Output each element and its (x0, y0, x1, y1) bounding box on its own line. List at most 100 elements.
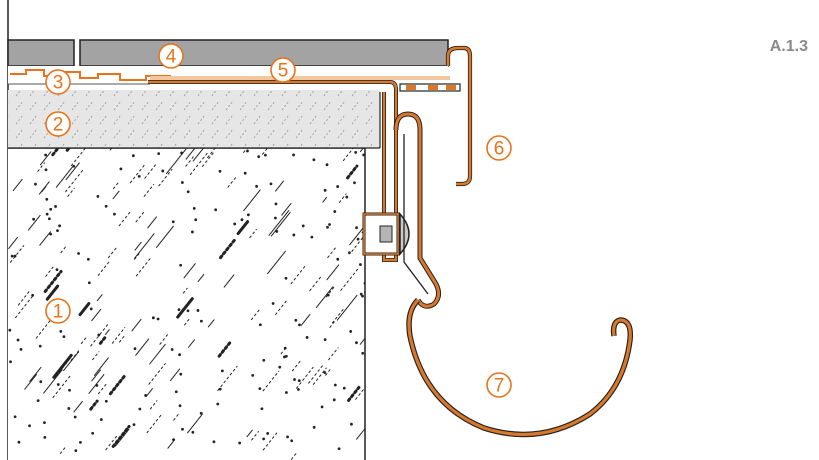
concrete-texture-dot (178, 404, 182, 408)
concrete-texture-mark (202, 151, 215, 167)
concrete-texture-dot (258, 323, 262, 327)
concrete-texture-dot (292, 153, 295, 157)
concrete-texture-dot (44, 153, 48, 157)
concrete-texture-dot (13, 415, 17, 419)
concrete-texture-dot (354, 151, 358, 154)
concrete-texture-dot (274, 202, 278, 206)
concrete-texture-mark (91, 369, 101, 382)
concrete-texture-mark (96, 294, 103, 302)
concrete-texture-mark (325, 368, 331, 376)
concrete-texture-mark (156, 225, 174, 248)
concrete-texture-dot (99, 418, 103, 421)
concrete-texture-mark (146, 413, 163, 434)
concrete-texture-mark (184, 317, 191, 326)
concrete-texture-mark (158, 168, 173, 187)
concrete-texture-mark (280, 345, 288, 355)
concrete-texture-dot (359, 263, 362, 266)
concrete-texture-mark (192, 148, 204, 162)
callout-number: 6 (494, 139, 505, 160)
concrete-texture-mark (134, 233, 155, 259)
concrete-texture-mark (251, 431, 259, 441)
concrete-texture-dot (345, 195, 349, 199)
concrete-texture-mark (63, 351, 80, 372)
concrete-texture-dot (74, 449, 78, 452)
concrete-texture-dot (62, 335, 66, 339)
concrete-texture-dot (9, 360, 12, 364)
concrete-texture-dot (59, 329, 63, 333)
concrete-texture-mark (39, 231, 51, 246)
concrete-texture-mark (167, 439, 176, 449)
concrete-texture-dot (269, 182, 273, 186)
concrete-texture-dot (133, 347, 137, 351)
concrete-texture-dot (68, 388, 71, 392)
concrete-texture-dot (44, 168, 48, 172)
concrete-texture-mark (275, 298, 289, 316)
concrete-texture-dot (255, 184, 259, 188)
concrete-texture-mark (148, 363, 166, 385)
concrete-texture-dot (336, 185, 340, 188)
concrete-texture-mark (70, 349, 81, 361)
concrete-texture-dot (361, 294, 364, 298)
concrete-texture-mark (112, 181, 120, 190)
concrete-texture-dot (179, 372, 183, 376)
concrete-texture-mark (331, 307, 345, 324)
concrete-texture-dot (355, 226, 358, 230)
concrete-texture-mark (41, 186, 47, 193)
concrete-texture-dot (49, 207, 53, 211)
concrete-texture-mark (243, 189, 261, 212)
concrete-texture-dot (355, 341, 358, 345)
concrete-texture-dot (97, 333, 101, 337)
callout-5: 5 (270, 57, 296, 83)
concrete-texture-mark (12, 178, 23, 192)
concrete-texture-dot (312, 425, 316, 429)
concrete-texture-dot (328, 223, 331, 226)
concrete-texture-dot (28, 424, 31, 428)
concrete-texture-mark (364, 291, 365, 293)
concrete-texture-mark (17, 290, 30, 306)
concrete-texture-dot (104, 204, 108, 208)
concrete-texture-dot (332, 398, 336, 402)
concrete-texture-mark (108, 374, 127, 396)
concrete-texture-dot (310, 235, 314, 239)
concrete-texture-mark (60, 245, 67, 254)
concrete-texture-dot (240, 218, 244, 222)
concrete-texture-dot (95, 384, 99, 387)
concrete-texture-mark (356, 427, 365, 440)
concrete-texture-mark (338, 193, 347, 203)
concrete-texture-mark (80, 335, 88, 345)
concrete-texture-dot (292, 233, 296, 237)
tile-layer (7, 39, 449, 67)
concrete-texture-dot (186, 309, 190, 313)
concrete-texture-dot (359, 292, 363, 296)
callout-3: 3 (45, 69, 71, 95)
gutter (406, 298, 634, 438)
concrete-texture-dot (349, 330, 353, 333)
concrete-texture-mark (43, 269, 63, 293)
concrete-texture-mark (170, 368, 181, 382)
concrete-texture-dot (180, 151, 183, 155)
concrete-texture-dot (47, 217, 51, 221)
concrete-texture-mark (135, 210, 146, 223)
concrete-texture-mark (93, 357, 109, 376)
concrete-texture-mark (98, 334, 108, 345)
concrete-texture-mark (45, 284, 60, 301)
concrete-texture-dot (220, 369, 224, 373)
concrete-texture-dot (45, 212, 49, 216)
concrete-texture-dot (348, 251, 351, 255)
concrete-texture-mark (327, 247, 337, 258)
concrete-texture-dot (132, 423, 136, 427)
concrete-texture-mark (315, 286, 334, 309)
concrete-texture-dot (238, 441, 242, 445)
concrete-texture-dot (79, 440, 82, 444)
concrete-texture-mark (52, 353, 73, 379)
concrete-texture-dot (113, 212, 116, 216)
concrete-texture-dot (246, 149, 249, 153)
concrete-texture-mark (312, 367, 327, 385)
concrete-texture-dot (156, 317, 160, 321)
concrete-texture-dot (17, 440, 21, 444)
concrete-texture-mark (187, 413, 203, 434)
concrete-texture-mark (92, 351, 100, 361)
concrete-texture-mark (89, 399, 99, 411)
concrete-texture-dot (233, 222, 237, 226)
concrete-texture-mark (176, 297, 194, 319)
